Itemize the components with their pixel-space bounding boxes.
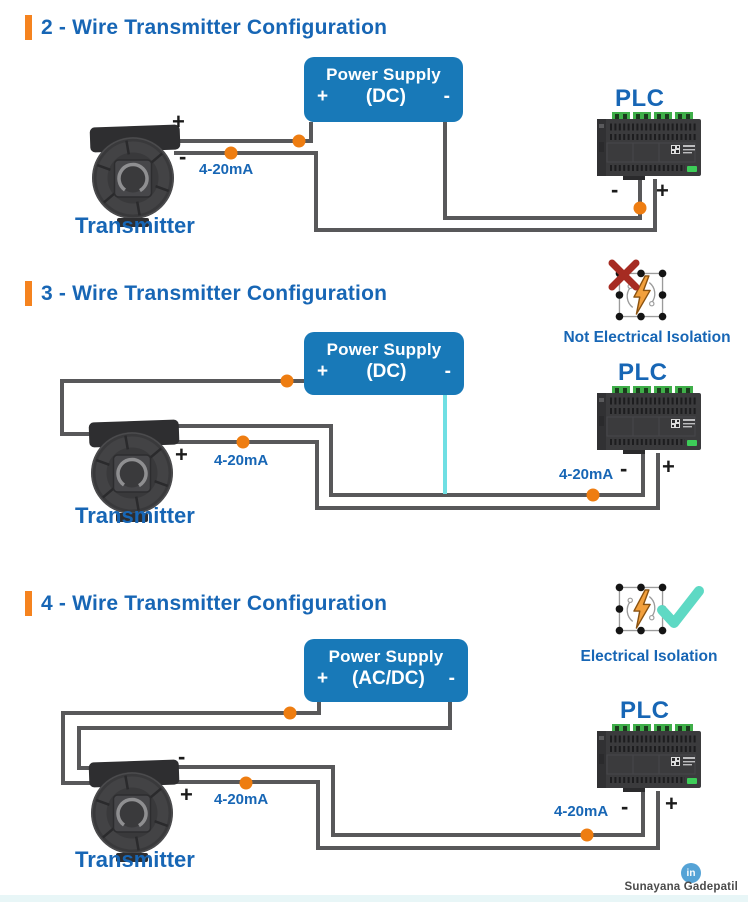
signal-4-20ma-label: 4-20mA (214, 791, 269, 808)
plc-plus-label: + (656, 178, 669, 203)
wire-s2-transmitter-to-plc-minus (174, 424, 645, 497)
transmitter-plus-label: + (180, 782, 193, 807)
plc-label: PLC (620, 697, 670, 724)
wire-s2-transmitter-plus-to-plc-plus (174, 440, 660, 510)
footer-strip (0, 895, 748, 902)
section-title-text: 2 - Wire Transmitter Configuration (41, 15, 388, 39)
power-supply-name: Power Supply (326, 65, 441, 84)
power-supply-type: (AC/DC) (351, 668, 425, 689)
plc-device (597, 386, 701, 454)
power-supply-box: Power Supply + (DC) - (304, 57, 463, 122)
wire-s1-transmitter-plus-to-supply (174, 122, 313, 143)
plc-label: PLC (615, 85, 665, 112)
plc-device (597, 724, 701, 792)
power-supply-minus-terminal: - (443, 86, 450, 107)
section-title-text: 3 - Wire Transmitter Configuration (41, 281, 388, 305)
wire-s1-transmitter-minus-to-plc-plus (174, 151, 657, 232)
plc-minus-label: - (611, 177, 619, 202)
power-supply-type: (DC) (366, 361, 407, 382)
power-supply-name: Power Supply (328, 647, 444, 666)
power-supply-plus-terminal: + (317, 86, 329, 107)
transmitter-minus-label: - (178, 744, 186, 769)
isolation-note: Not Electrical Isolation (563, 329, 731, 346)
plc-label: PLC (618, 359, 668, 386)
wire-s3-transmitter-minus-to-plc-minus (174, 765, 645, 837)
isolation-note: Electrical Isolation (580, 648, 718, 665)
junction-dot (239, 776, 253, 790)
plc-signal-4-20ma-label: 4-20mA (559, 466, 614, 483)
power-supply-plus-terminal: + (317, 361, 329, 382)
wire-s3-supply-minus-to-transmitter (77, 702, 452, 770)
section-title-4wire: 4 - Wire Transmitter Configuration (25, 591, 387, 616)
signal-4-20ma-label: 4-20mA (199, 161, 254, 178)
linkedin-icon: in (681, 863, 701, 883)
transmitter-label: Transmitter (75, 847, 195, 872)
title-accent-bar (25, 15, 32, 40)
junction-dot (580, 828, 594, 842)
plc-signal-4-20ma-label: 4-20mA (554, 803, 609, 820)
power-supply-name: Power Supply (326, 340, 442, 359)
wire-s3-transmitter-plus-to-plc-plus (174, 780, 660, 850)
junction-dot (292, 134, 306, 148)
teal-check-icon (657, 586, 704, 628)
junction-dot (224, 146, 238, 160)
plc-plus-label: + (662, 454, 675, 479)
transmitter-device (90, 124, 181, 227)
plc-minus-label: - (620, 456, 628, 481)
title-accent-bar (25, 591, 32, 616)
power-supply-type: (DC) (365, 86, 406, 107)
transmitter-label: Transmitter (75, 503, 195, 528)
plc-plus-label: + (665, 791, 678, 816)
junction-dot (283, 706, 297, 720)
wire-s2-supply-plus-to-transmitter (60, 379, 304, 436)
signal-4-20ma-label: 4-20mA (214, 452, 269, 469)
section-title-3wire: 3 - Wire Transmitter Configuration (25, 281, 387, 306)
wire-s1-supply-minus-to-plc-minus (443, 122, 642, 220)
author-credit: Sunayana Gadepatil (624, 881, 738, 893)
red-cross-icon (608, 259, 640, 291)
junction-dot (280, 374, 294, 388)
wire-s3-supply-plus-to-transmitter (61, 702, 321, 785)
plc-minus-label: - (621, 794, 629, 819)
power-supply-minus-terminal: - (448, 668, 455, 689)
section-title-text: 4 - Wire Transmitter Configuration (41, 591, 388, 615)
title-accent-bar (25, 281, 32, 306)
power-supply-box: Power Supply + (AC/DC) - (304, 639, 468, 702)
transmitter-plus-label: + (172, 109, 185, 134)
power-supply-box: Power Supply + (DC) - (304, 332, 464, 395)
junction-dot (586, 488, 600, 502)
junction-dot (236, 435, 250, 449)
transmitter-minus-label: - (179, 144, 187, 169)
section-title-2wire: 2 - Wire Transmitter Configuration (25, 15, 387, 40)
power-supply-minus-terminal: - (444, 361, 451, 382)
junction-dot (633, 201, 647, 215)
power-supply-plus-terminal: + (317, 668, 329, 689)
transmitter-plus-label: + (175, 442, 188, 467)
transmitter-label: Transmitter (75, 213, 195, 238)
plc-device (597, 112, 701, 180)
